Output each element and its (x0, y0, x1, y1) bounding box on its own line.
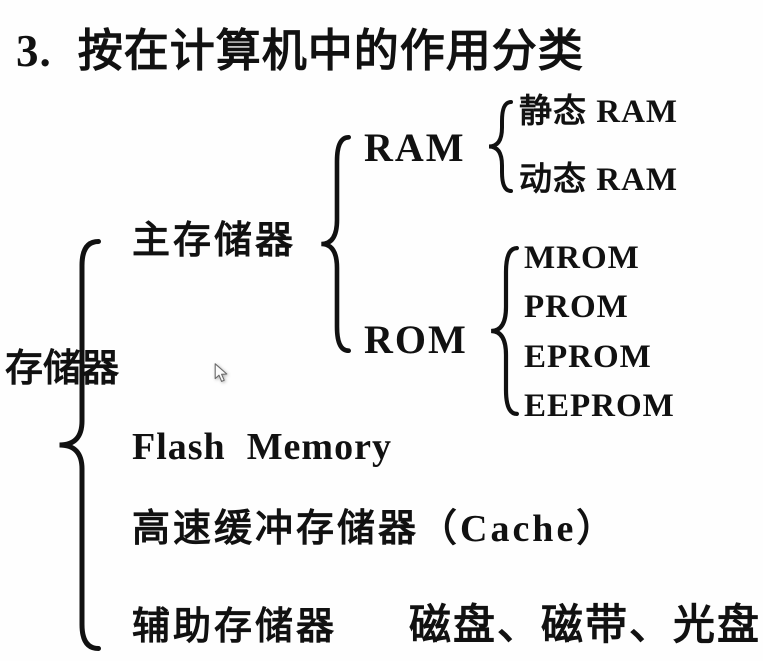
mouse-cursor-icon (214, 363, 229, 389)
title-number: 3. (16, 26, 52, 76)
ram-brace-icon (486, 99, 514, 194)
node-auxiliary-storage-row: 辅助存储器 磁盘、磁带、光盘 (132, 603, 761, 651)
title-text: 按在计算机中的作用分类 (77, 26, 584, 76)
node-dynamic-ram: 动态 RAM (519, 162, 679, 198)
node-ram: RAM (364, 125, 466, 170)
page-title: 3. 按在计算机中的作用分类 (16, 14, 584, 79)
node-rom: ROM (364, 317, 468, 362)
node-mrom: MROM (524, 240, 640, 276)
node-prom: PROM (524, 289, 629, 325)
root-brace-icon (56, 238, 102, 652)
node-auxiliary-storage: 辅助存储器 (132, 606, 338, 648)
node-main-memory: 主存储器 (132, 220, 297, 262)
tree-root-label: 存储器 (5, 348, 120, 390)
node-flash-memory: Flash Memory (132, 426, 392, 468)
node-eprom: EPROM (524, 339, 652, 375)
node-cache: 高速缓冲存储器（Cache） (132, 508, 618, 550)
main-memory-brace-icon (318, 134, 352, 354)
rom-brace-icon (488, 245, 520, 417)
node-static-ram: 静态 RAM (519, 94, 679, 130)
auxiliary-storage-examples: 磁盘、磁带、光盘 (409, 603, 762, 649)
node-eeprom: EEPROM (524, 388, 675, 424)
